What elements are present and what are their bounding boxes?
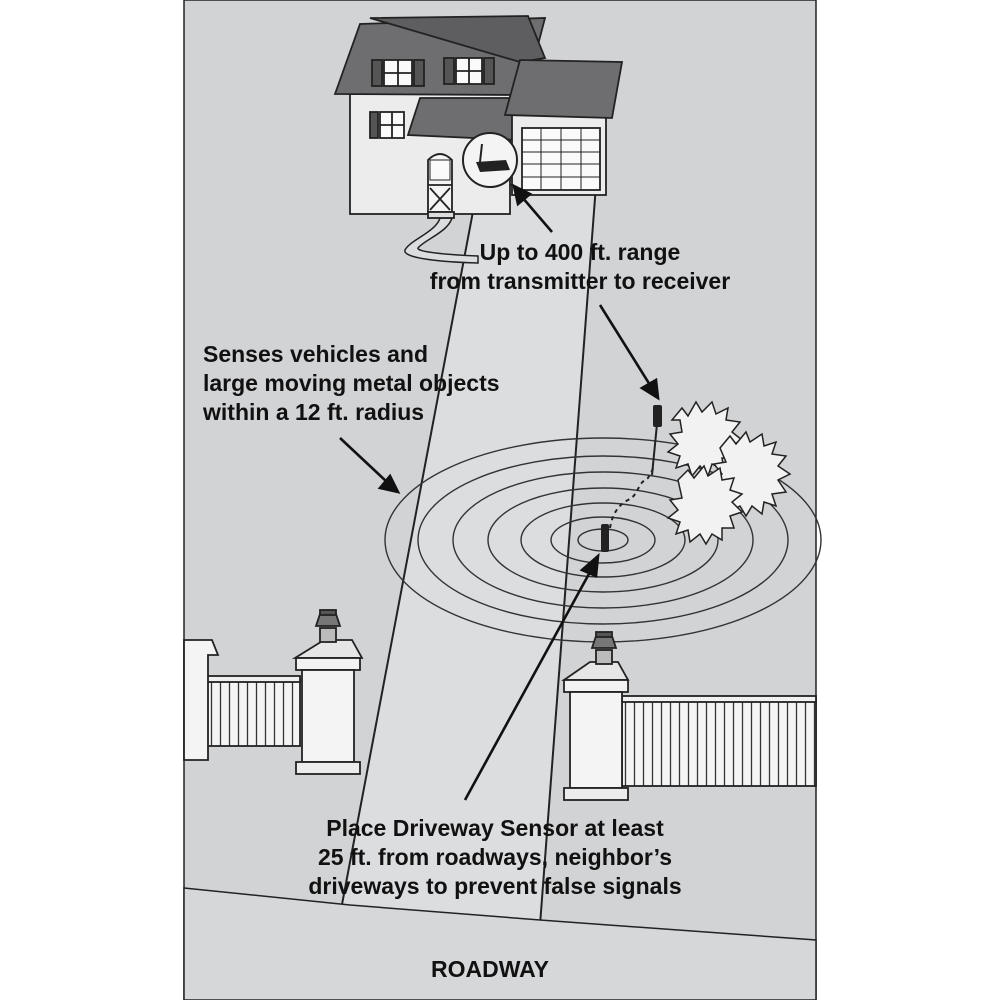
left-fence [199,679,301,747]
right-pillar [569,691,623,789]
placement-callout: Place Driveway Sensor at least 25 ft. fr… [260,814,730,901]
detection-ring [417,455,789,625]
right-gate [561,631,817,801]
house [333,15,624,219]
detection-ring [452,471,754,609]
arrow-to-receiver [521,196,553,233]
detection-radius-rings [384,437,822,643]
senses-callout-line-1: Senses vehicles and [203,341,429,367]
range-callout: Up to 400 ft. range from transmitter to … [385,238,775,296]
left-pillar [301,669,355,763]
bushes [666,400,792,546]
buried-wire [609,464,656,529]
driveway-sensor-icon [601,524,609,552]
left-gate [183,609,364,775]
range-callout-line-2: from transmitter to receiver [429,268,731,294]
detection-ring [487,487,719,593]
senses-callout: Senses vehicles and large moving metal o… [203,340,500,427]
receiver-icon [462,132,518,188]
arrow-to-sensor [463,571,592,801]
neighbor-driveway [183,887,817,1000]
placement-callout-line-1: Place Driveway Sensor at least [326,815,664,841]
senses-callout-line-2: large moving metal objects [203,370,500,396]
range-callout-line-1: Up to 400 ft. range [479,239,681,265]
senses-callout-line-3: within a 12 ft. radius [203,399,425,425]
arrow-to-transmitter [598,304,652,386]
bush [666,464,744,546]
arrow-to-radius [339,437,388,483]
callout-arrows [339,183,660,801]
right-fence [621,699,817,787]
detection-ring [550,516,656,564]
detection-ring [520,502,686,578]
placement-callout-line-2: 25 ft. from roadways, neighbor’s [317,844,673,870]
walkway [404,217,479,264]
transmitter-icon [651,405,662,476]
placement-callout-line-3: driveways to prevent false signals [308,873,682,899]
roadway-label: ROADWAY [431,956,549,982]
